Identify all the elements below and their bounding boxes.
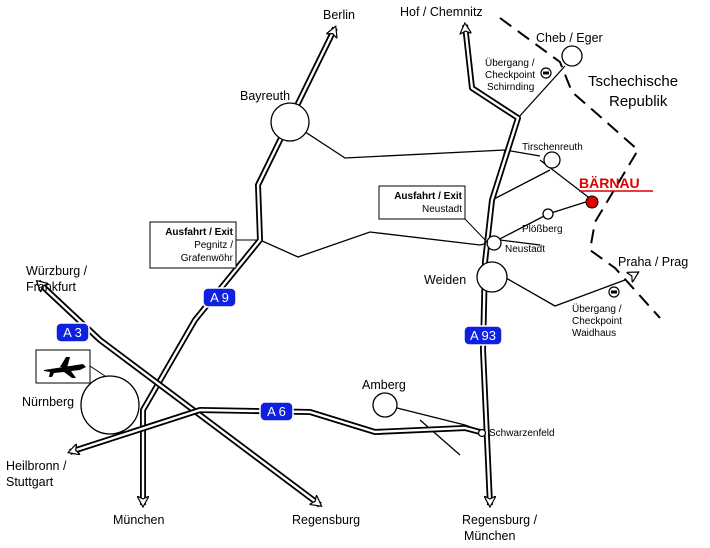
motorways [35, 24, 521, 508]
svg-text:A 93: A 93 [470, 328, 496, 343]
city-amberg: Amberg [362, 378, 406, 392]
city-heilbronn-line-1: Heilbronn / [6, 459, 67, 473]
city-baernau: BÄRNAU [579, 175, 640, 191]
city-schwarzenfeld: Schwarzenfeld [489, 428, 555, 439]
baernau-marker [585, 195, 599, 209]
motorway-badge-a3: A 3 [55, 322, 90, 343]
city-praha: Praha / Prag [618, 255, 688, 269]
city-heilbronn-line-2: Stuttgart [6, 475, 54, 489]
city-nuernberg: Nürnberg [22, 395, 74, 409]
checkpoint-schirnding-label: Übergang / Checkpoint Schirnding [485, 57, 535, 93]
city-cheb: Cheb / Eger [536, 31, 603, 45]
svg-text:Übergang /: Übergang / [572, 303, 622, 315]
city-ploessberg: Plößberg [522, 224, 563, 235]
checkpoint-waidhaus-label: Übergang / Checkpoint Waidhaus [572, 303, 622, 339]
no-entry-icon [540, 67, 552, 79]
secondary-roads [259, 65, 626, 456]
svg-text:Checkpoint: Checkpoint [485, 70, 535, 81]
border-label-line-1: Tschechische [588, 73, 678, 90]
airplane-icon [35, 349, 91, 384]
svg-text:Waidhaus: Waidhaus [572, 328, 616, 339]
amberg-marker [372, 392, 398, 418]
exit-neustadt-pointer [464, 218, 489, 244]
city-bayreuth: Bayreuth [240, 89, 290, 103]
city-regensburg: Regensburg [292, 513, 360, 527]
border-label-line-2: Republik [609, 93, 668, 110]
no-entry-icon [608, 286, 620, 298]
city-berlin: Berlin [323, 8, 355, 22]
airport-pointer [89, 365, 106, 377]
city-muenchen: München [113, 513, 164, 527]
motorway-badge-a9: A 9 [202, 287, 237, 308]
svg-text:Checkpoint: Checkpoint [572, 316, 622, 327]
arrow-praha [625, 273, 637, 280]
exit-pegnitz-box: Ausfahrt / Exit Pegnitz / Grafenwöhr [149, 221, 237, 269]
svg-text:Schirnding: Schirnding [487, 82, 534, 93]
city-hof: Hof / Chemnitz [400, 5, 483, 19]
weiden-marker [476, 261, 508, 293]
exit-neustadt-line-1: Neustadt [422, 204, 462, 215]
city-wuerzburg-line-2: Frankfurt [26, 280, 77, 294]
exit-pegnitz-line-2: Grafenwöhr [181, 253, 234, 264]
nuernberg-marker [80, 375, 140, 435]
cheb-marker [561, 45, 583, 67]
city-neustadt: Neustadt [505, 244, 545, 255]
motorway-badge-a93: A 93 [463, 325, 503, 346]
exit-neustadt-title: Ausfahrt / Exit [394, 191, 462, 202]
city-tirschenreuth: Tirschenreuth [522, 142, 583, 153]
svg-text:Übergang /: Übergang / [485, 57, 535, 69]
exit-pegnitz-title: Ausfahrt / Exit [165, 227, 233, 238]
tirschenreuth-marker [543, 151, 561, 169]
neustadt-marker [486, 235, 502, 251]
city-markers [80, 45, 583, 438]
exit-neustadt-box: Ausfahrt / Exit Neustadt [378, 185, 466, 220]
schwarzenfeld-marker [477, 428, 487, 438]
exit-pegnitz-line-1: Pegnitz / [194, 240, 233, 251]
ploessberg-marker [542, 208, 554, 220]
bayreuth-marker [270, 102, 310, 142]
city-regensburg-muenchen-line-2: München [464, 529, 515, 543]
svg-text:A 6: A 6 [267, 404, 286, 419]
city-regensburg-muenchen-line-1: Regensburg / [462, 513, 538, 527]
city-wuerzburg-line-1: Würzburg / [26, 264, 88, 278]
svg-text:A 3: A 3 [63, 325, 82, 340]
svg-text:A 9: A 9 [210, 290, 229, 305]
city-weiden: Weiden [424, 273, 466, 287]
motorway-badge-a6: A 6 [259, 401, 294, 422]
